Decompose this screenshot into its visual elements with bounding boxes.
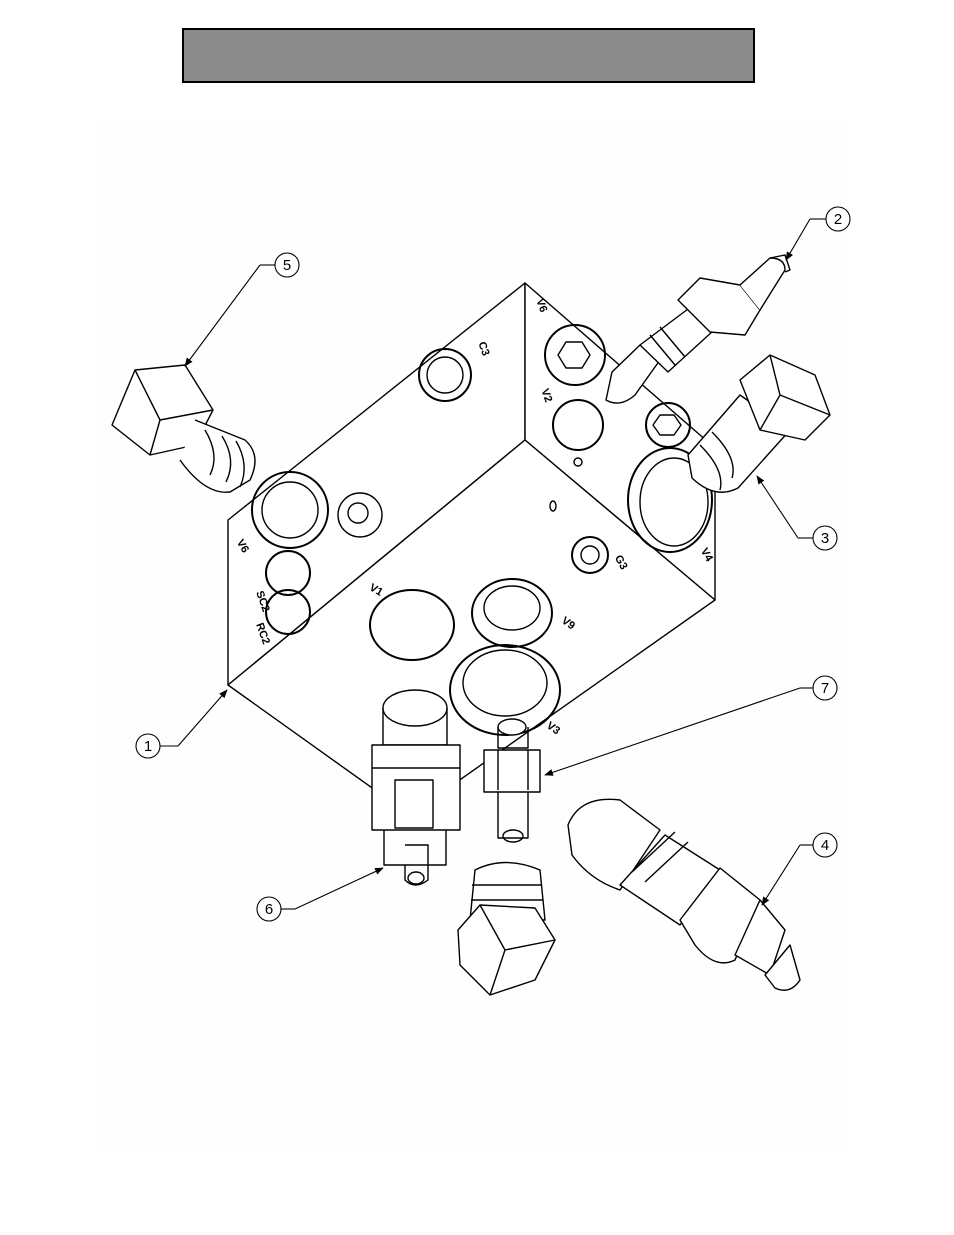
callout-6: 6 <box>257 868 383 921</box>
callout-2: 2 <box>786 207 850 260</box>
callout-label-1: 1 <box>144 738 152 755</box>
callout-4: 4 <box>762 833 837 905</box>
plug-part-3 <box>688 355 830 492</box>
callout-1: 1 <box>136 690 227 758</box>
port-label-v3: V3 <box>544 720 562 738</box>
callout-label-2: 2 <box>834 211 842 228</box>
callout-3: 3 <box>757 476 837 550</box>
callout-5: 5 <box>185 253 299 366</box>
callout-7: 7 <box>545 676 837 775</box>
callout-label-6: 6 <box>265 901 273 918</box>
callout-label-4: 4 <box>821 837 829 854</box>
plug-lower <box>458 863 555 996</box>
fitting-part-4 <box>568 799 800 990</box>
callout-label-5: 5 <box>283 257 291 274</box>
plug-part-5 <box>112 365 255 492</box>
callout-label-3: 3 <box>821 530 829 547</box>
callout-label-7: 7 <box>821 680 829 697</box>
